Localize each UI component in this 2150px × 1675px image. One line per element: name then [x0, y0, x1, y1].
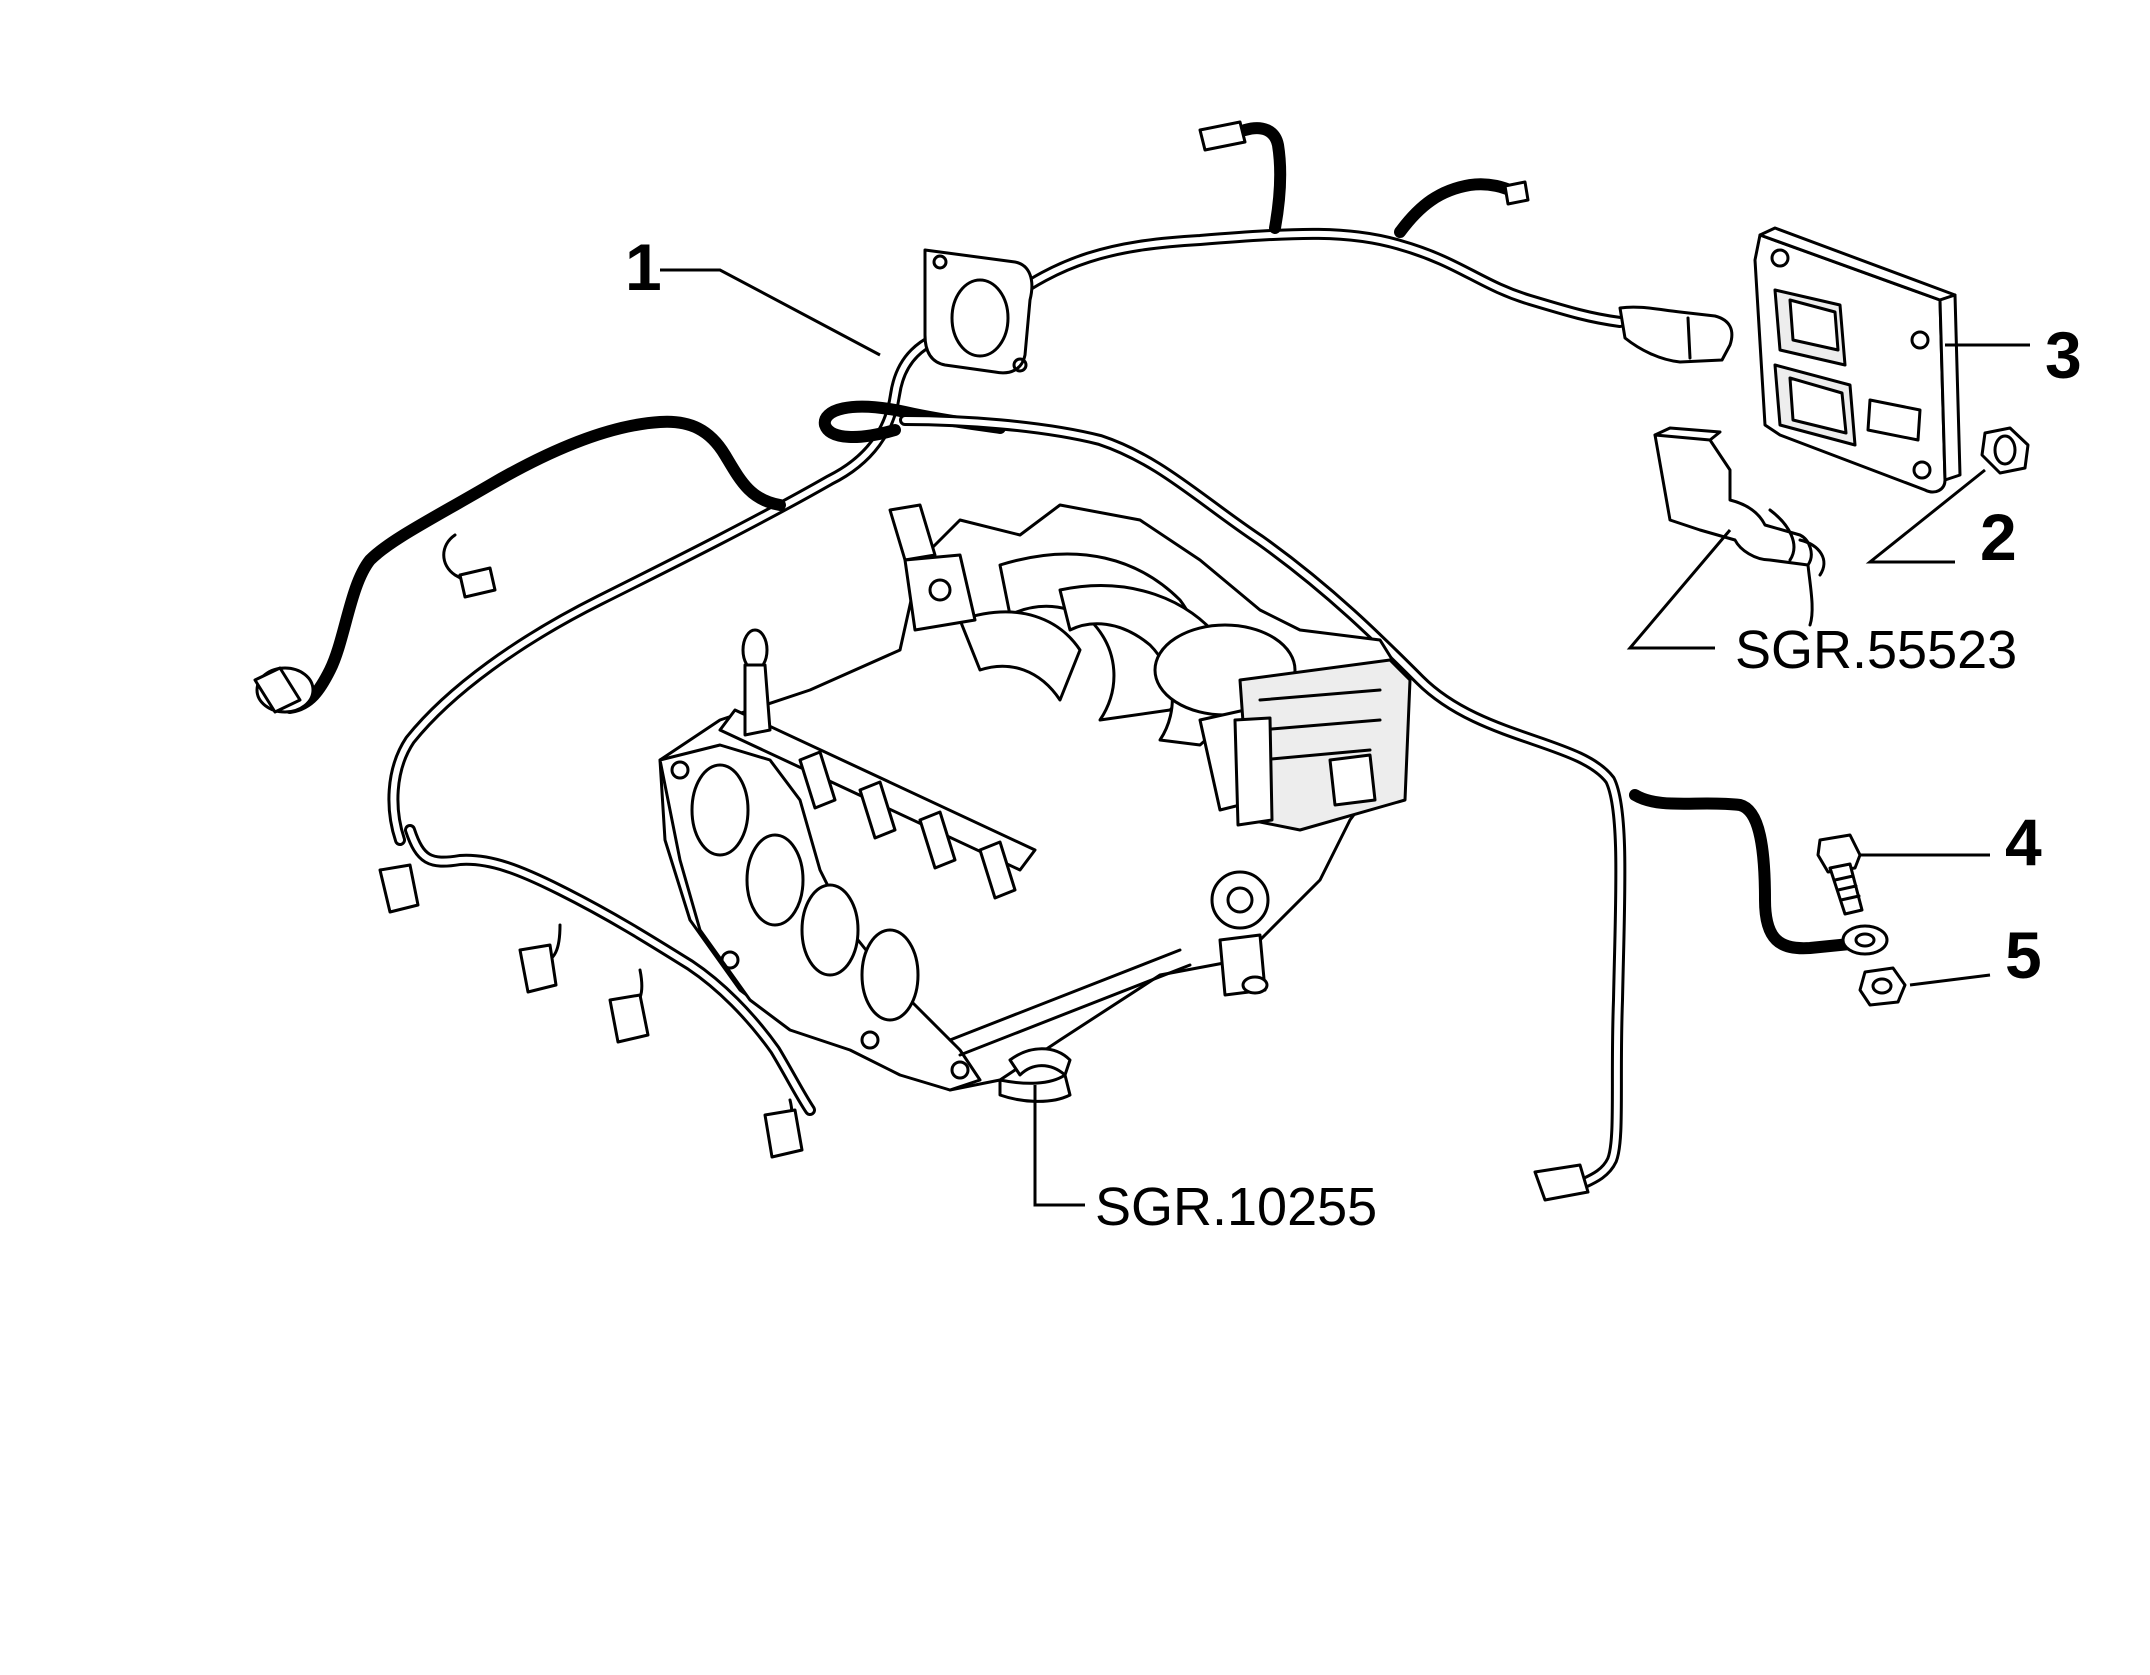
callout-2: 2 [1980, 500, 2017, 574]
intake-manifold [658, 503, 1412, 1103]
ring-terminal [1841, 924, 1889, 956]
callout-1: 1 [625, 230, 662, 304]
reference-label-sensor: SGR.55523 [1735, 620, 2017, 680]
callout-5: 5 [2005, 918, 2042, 992]
callout-4: 4 [2005, 805, 2042, 879]
nut-part-2[interactable] [1980, 426, 2030, 475]
harness-connectors [253, 120, 1734, 1202]
wiring-harness[interactable] [284, 122, 1856, 1191]
bolt-part-4[interactable] [1816, 833, 1864, 916]
reference-label-manifold: SGR.10255 [1095, 1177, 1377, 1237]
callout-3: 3 [2045, 318, 2082, 392]
control-unit[interactable] [1753, 226, 1962, 494]
sensor-connector [1653, 426, 1826, 627]
leader-lines [660, 268, 2030, 1207]
nut-part-5[interactable] [1858, 966, 1907, 1007]
